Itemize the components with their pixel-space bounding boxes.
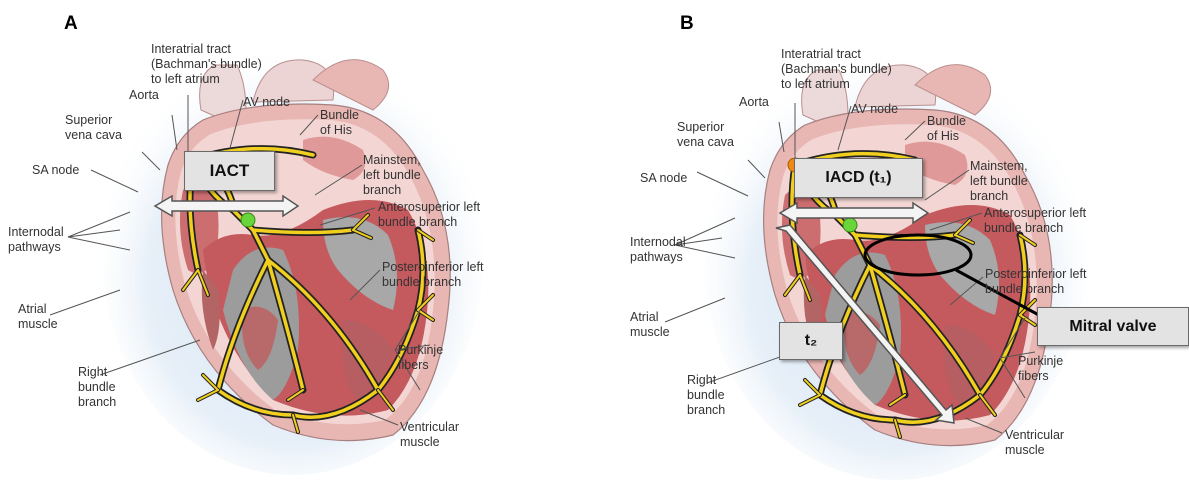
iacd-label-box: IACD (t₁) — [794, 158, 923, 198]
label-aorta-b: Aorta — [739, 95, 769, 110]
label-av-node-a: AV node — [243, 95, 290, 110]
label-aorta-a: Aorta — [129, 88, 159, 103]
label-bundle-of-his-a: Bundle of His — [320, 108, 359, 138]
label-sa-node-b: SA node — [640, 171, 687, 186]
label-posteroinferior-a: Posteroinferior left bundle branch — [382, 260, 483, 290]
label-purkinje-fibers-a: Purkinje fibers — [398, 343, 443, 373]
label-mainstem-a: Mainstem, left bundle branch — [363, 153, 421, 198]
label-interatrial-tract-a: Interatrial tract (Bachman's bundle) to … — [151, 42, 262, 87]
label-purkinje-fibers-b: Purkinje fibers — [1018, 354, 1063, 384]
label-av-node-b: AV node — [851, 102, 898, 117]
label-internodal-pathways-a: Internodal pathways — [8, 225, 64, 255]
label-superior-vena-cava-a: Superior vena cava — [65, 113, 122, 143]
label-sa-node-a: SA node — [32, 163, 79, 178]
panel-letter-b: B — [680, 13, 694, 35]
panel-letter-a: A — [64, 13, 78, 35]
label-anterosuperior-b: Anterosuperior left bundle branch — [984, 206, 1086, 236]
label-mainstem-b: Mainstem, left bundle branch — [970, 159, 1028, 204]
mitral-valve-label-box: Mitral valve — [1037, 307, 1189, 346]
label-right-bundle-branch-a: Right bundle branch — [78, 365, 116, 410]
label-ventricular-muscle-a: Ventricular muscle — [400, 420, 459, 450]
label-superior-vena-cava-b: Superior vena cava — [677, 120, 734, 150]
label-right-bundle-branch-b: Right bundle branch — [687, 373, 725, 418]
label-anterosuperior-a: Anterosuperior left bundle branch — [378, 200, 480, 230]
t2-label-box: t₂ — [779, 322, 843, 360]
label-interatrial-tract-b: Interatrial tract (Bachman's bundle) to … — [781, 47, 892, 92]
iact-label-box: IACT — [184, 151, 275, 191]
label-ventricular-muscle-b: Ventricular muscle — [1005, 428, 1064, 458]
label-atrial-muscle-b: Atrial muscle — [630, 310, 670, 340]
label-bundle-of-his-b: Bundle of His — [927, 114, 966, 144]
label-atrial-muscle-a: Atrial muscle — [18, 302, 58, 332]
label-posteroinferior-b: Posteroinferior left bundle branch — [985, 267, 1086, 297]
label-internodal-pathways-b: Internodal pathways — [630, 235, 686, 265]
